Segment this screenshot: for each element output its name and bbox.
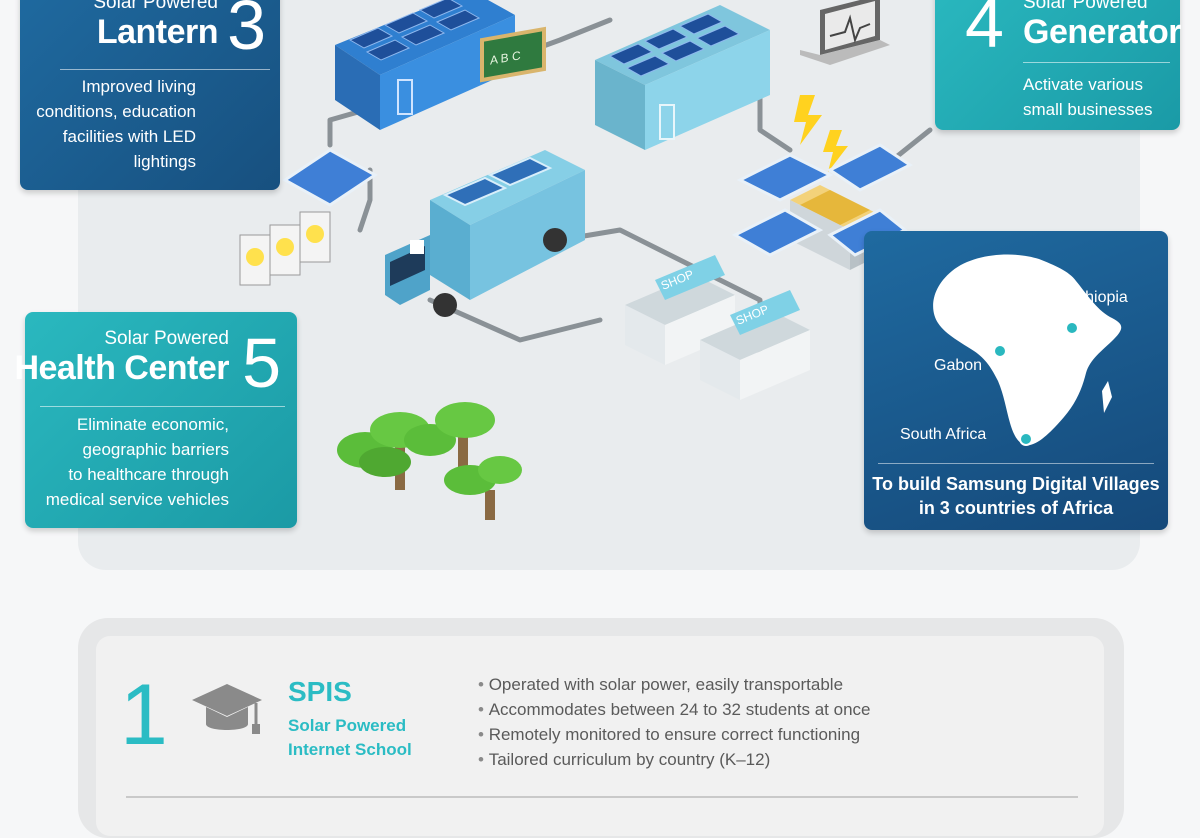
generator-kicker: Solar Powered — [1023, 0, 1148, 13]
trees — [337, 402, 522, 520]
medical-truck — [385, 150, 585, 317]
spis-title: SPIS — [288, 676, 352, 707]
lantern-card: Solar Powered Lantern 3 Improved living … — [20, 0, 280, 190]
business-container — [595, 5, 770, 150]
lantern-title: Lantern — [96, 13, 219, 51]
map-caption: To build Samsung Digital Villages in 3 c… — [872, 474, 1160, 518]
panel-divider — [126, 796, 1078, 798]
lantern-icons — [239, 211, 331, 286]
lightning-icon — [823, 130, 848, 172]
health-description: Eliminate economic, geographic barriers … — [45, 415, 229, 509]
village-illustration: A B C — [239, 0, 933, 520]
laptop-icon — [800, 0, 890, 65]
list-item: Tailored curriculum by country (K–12) — [478, 747, 870, 772]
generator-title: Generator — [1023, 13, 1182, 51]
shop-buildings: SHOP SHOP — [625, 255, 810, 400]
list-item: Accommodates between 24 to 32 students a… — [478, 697, 871, 722]
health-number: 5 — [242, 324, 281, 402]
ethiopia-marker — [1065, 321, 1079, 335]
spis-number: 1 — [120, 667, 168, 763]
health-title: Health Center — [14, 349, 229, 387]
country-label-south-africa: South Africa — [900, 426, 987, 443]
health-kicker: Solar Powered — [104, 328, 229, 349]
south-africa-marker — [1019, 432, 1033, 446]
country-label-gabon: Gabon — [934, 357, 983, 374]
lantern-number: 3 — [227, 0, 266, 64]
africa-map — [933, 254, 1122, 446]
lantern-description: Improved living conditions, education fa… — [36, 77, 196, 171]
health-center-card: Solar Powered Health Center 5 Eliminate … — [14, 312, 297, 528]
spis-subtitle: Solar Powered Internet School — [288, 716, 412, 759]
generator-number: 4 — [965, 0, 1004, 62]
solar-panel — [282, 148, 378, 207]
gabon-marker — [993, 344, 1007, 358]
country-label-ethiopia: Ethiopia — [1070, 289, 1128, 306]
solar-generator — [731, 143, 913, 270]
spis-feature-list: Operated with solar power, easily transp… — [478, 672, 871, 772]
list-item: Remotely monitored to ensure correct fun… — [478, 722, 870, 747]
africa-map-card: Ethiopia Gabon South Africa To build Sam… — [864, 231, 1168, 530]
generator-description: Activate various small businesses — [1023, 75, 1153, 119]
lantern-kicker: Solar Powered — [93, 0, 218, 13]
list-item: Operated with solar power, easily transp… — [478, 672, 870, 697]
chalkboard-text: A B C — [490, 48, 521, 67]
generator-card: 4 Solar Powered Generator Activate vario… — [935, 0, 1182, 130]
lightning-icon — [794, 95, 822, 145]
chalkboard: A B C — [480, 26, 546, 83]
graduation-cap-icon — [192, 684, 262, 734]
